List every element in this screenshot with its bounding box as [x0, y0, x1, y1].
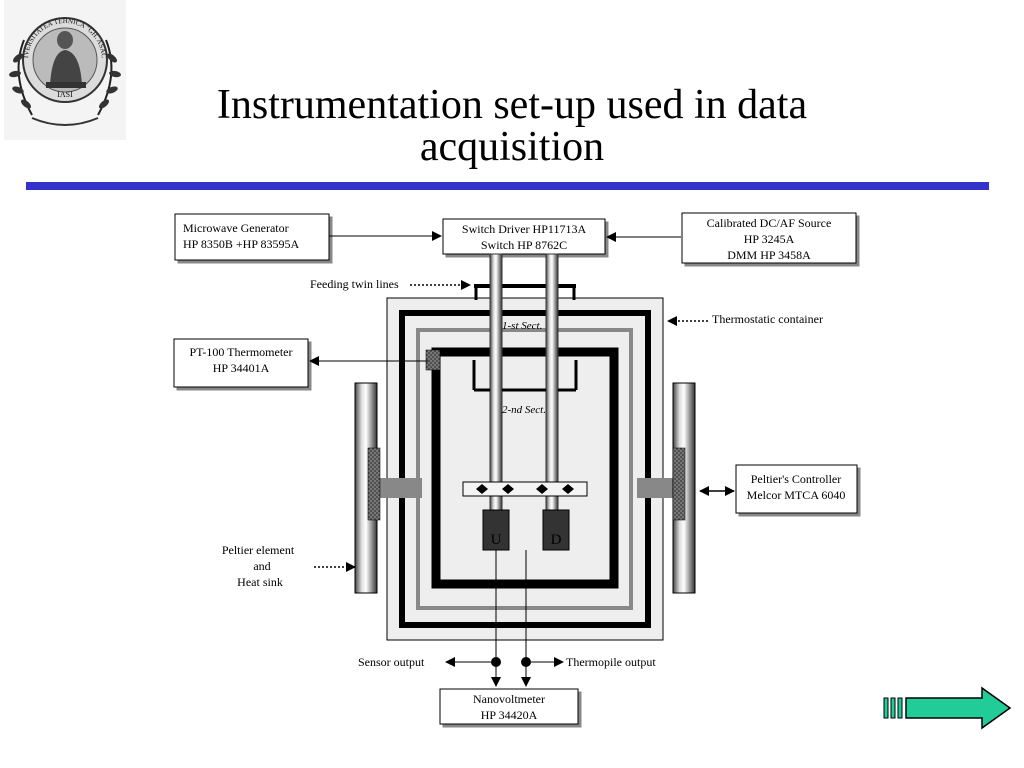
university-seal-icon: UNIVERSITATEA TEHNICA "GH. ASACHI" IASI: [4, 0, 126, 140]
thermopile-output-label: Thermopile output: [566, 655, 656, 669]
left-peltier-element: [354, 382, 381, 594]
thermometer-line1: PT-100 Thermometer: [190, 345, 293, 359]
sensor-output-label: Sensor output: [358, 655, 425, 669]
right-heat-bridge: [637, 478, 677, 498]
thermometer-line2: HP 34401A: [213, 361, 270, 375]
microwave-line1: Microwave Generator: [183, 221, 289, 235]
microwave-line2: HP 8350B +HP 83595A: [183, 237, 300, 251]
nanovoltmeter-line1: Nanovoltmeter: [473, 692, 545, 706]
page-title-line1: Instrumentation set-up used in data: [216, 82, 808, 128]
switch-line2: Switch HP 8762C: [481, 238, 567, 252]
mount-d-label: D: [551, 532, 562, 548]
mount-d: D: [542, 509, 570, 551]
pt100-sensor: [425, 349, 441, 371]
switch-driver-box: Switch Driver HP11713A Switch HP 8762C: [442, 218, 606, 255]
microwave-generator-box: Microwave Generator HP 8350B +HP 83595A: [174, 213, 330, 261]
mount-u-label: U: [491, 532, 502, 548]
page-title: Instrumentation set-up used in data acqu…: [0, 84, 1024, 168]
peltier-controller-line1: Peltier's Controller: [751, 472, 841, 486]
calibrated-line3: DMM HP 3458A: [727, 248, 811, 262]
nanovoltmeter-line2: HP 34420A: [481, 708, 538, 722]
thermostatic-container: [386, 297, 664, 641]
page-title-line2: acquisition: [419, 124, 605, 170]
title-divider: [26, 182, 989, 190]
seal-text-bottom: IASI: [57, 90, 73, 99]
peltier-controller-line2: Melcor MTCA 6040: [747, 488, 846, 502]
thermostatic-label: Thermostatic container: [712, 312, 823, 326]
peltier-controller-box: Peltier's Controller Melcor MTCA 6040: [735, 464, 858, 514]
mount-u: U: [482, 509, 510, 551]
switch-line1: Switch Driver HP11713A: [462, 222, 587, 236]
calibrated-line1: Calibrated DC/AF Source: [707, 216, 832, 230]
calibrated-line2: HP 3245A: [744, 232, 795, 246]
junction-bar: [462, 481, 588, 497]
thermometer-box: PT-100 Thermometer HP 34401A: [173, 338, 309, 388]
peltier-label-line1: Peltier element: [222, 543, 295, 557]
peltier-label-line3: Heat sink: [237, 575, 283, 589]
nanovoltmeter-box: Nanovoltmeter HP 34420A: [439, 688, 579, 725]
feeding-label: Feeding twin lines: [310, 277, 399, 291]
left-heat-bridge: [380, 478, 422, 498]
sect2-label: 2-nd Sect.: [502, 404, 546, 416]
peltier-label-line2: and: [253, 559, 270, 573]
next-arrow-icon[interactable]: [882, 686, 1014, 730]
right-peltier-element: [672, 382, 696, 594]
calibrated-source-box: Calibrated DC/AF Source HP 3245A DMM HP …: [681, 212, 857, 264]
sect1-label: 1-st Sect.: [502, 320, 542, 332]
